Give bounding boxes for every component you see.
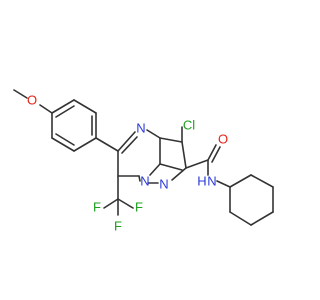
bond — [103, 198, 119, 209]
bond — [229, 211, 252, 226]
bond — [73, 137, 97, 152]
molecule-structure: O N N N H N Cl O F F F — [13, 89, 274, 234]
bond — [216, 180, 231, 188]
bond — [250, 211, 274, 226]
atom-label: O — [218, 132, 228, 147]
atom-label: F — [135, 200, 143, 215]
bond — [51, 137, 75, 152]
atom-label: N — [136, 121, 145, 136]
atom-label: N — [140, 174, 149, 189]
bond — [207, 144, 217, 161]
bond — [13, 89, 28, 99]
atom-label: N — [159, 177, 168, 192]
bond — [117, 131, 136, 152]
bond — [229, 174, 252, 188]
atom-label: F — [93, 200, 101, 215]
bond — [171, 167, 187, 181]
bond — [39, 104, 53, 114]
bond — [117, 198, 134, 209]
bond — [185, 159, 209, 169]
bond — [55, 133, 75, 146]
bond — [250, 174, 274, 188]
bond — [95, 137, 119, 152]
bond — [159, 163, 183, 171]
bond — [149, 163, 161, 176]
bond — [159, 137, 183, 143]
bond — [211, 146, 221, 163]
bond — [55, 105, 75, 118]
bond — [73, 99, 97, 114]
bond — [181, 141, 187, 169]
bond — [51, 99, 75, 114]
atom-label: H — [197, 174, 206, 189]
bond — [138, 175, 141, 182]
atom-label: N — [207, 174, 216, 189]
atom-labels: O N N N H N Cl O F F F — [27, 93, 228, 234]
atom-label: Cl — [183, 118, 195, 133]
bonds — [13, 89, 274, 226]
bond — [146, 129, 161, 139]
bond — [121, 136, 138, 154]
atom-label: F — [114, 219, 122, 234]
atom-label: O — [27, 93, 37, 108]
